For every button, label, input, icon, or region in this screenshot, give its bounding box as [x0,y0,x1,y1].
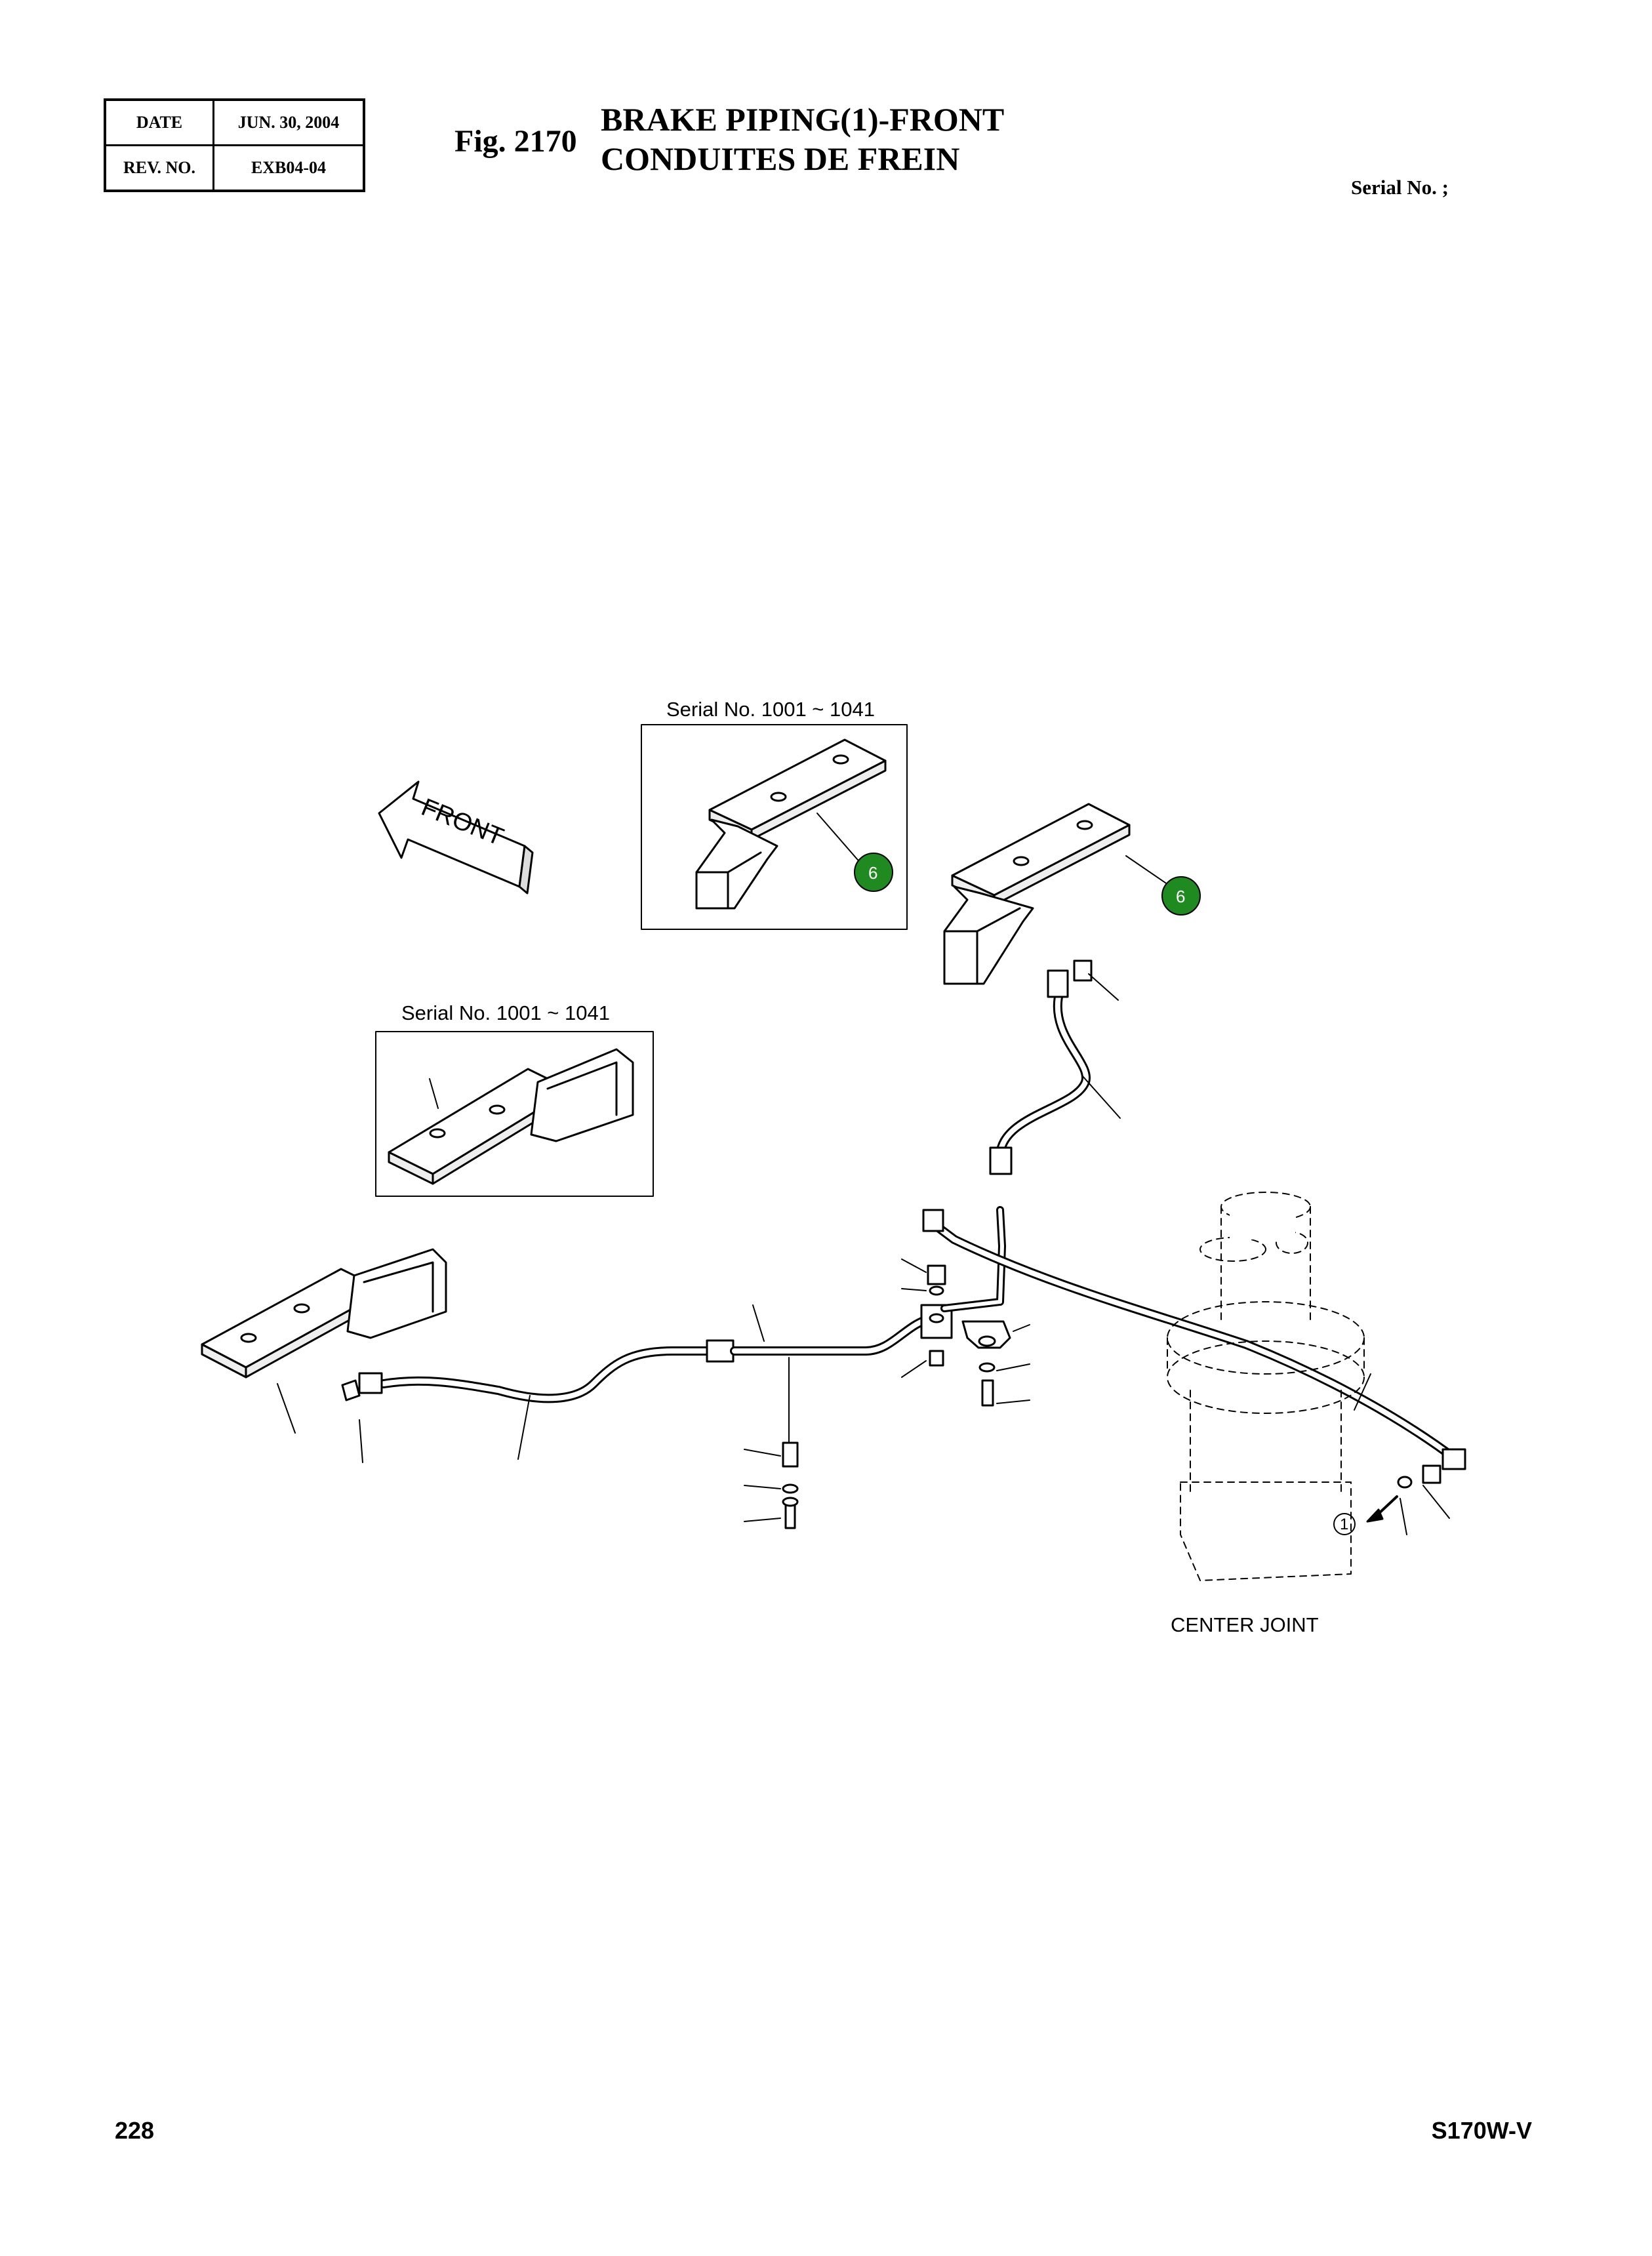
inset-top: Serial No. 1001 ~ 1041 [641,698,908,930]
model-number: S170W-V [1431,2117,1532,2144]
center-joint-highlight [1230,1207,1295,1239]
rev-label: REV. NO. [104,144,214,192]
figure-number: Fig. 2170 [454,124,577,159]
inset-left-serial-label: Serial No. 1001 ~ 1041 [401,1001,610,1024]
inset-left: Serial No. 1001 ~ 1041 [375,1001,654,1197]
revision-table: DATE JUN. 30, 2004 REV. NO. EXB04-04 [104,98,365,192]
figure-title: BRAKE PIPING(1)-FRONT CONDUITES DE FREIN [601,100,1004,178]
pipe-clamp-lower [744,1357,799,1529]
title-french: CONDUITES DE FREIN [601,140,960,177]
serial-number-label: Serial No. ; [1351,176,1449,199]
callout-6-inset-label: 6 [868,863,877,883]
port-circle [1333,1513,1356,1535]
callout-6-main-label: 6 [1176,887,1185,906]
title-english: BRAKE PIPING(1)-FRONT [601,101,1005,138]
saddle-clamp [961,1320,1030,1407]
plate-bracket-inset-top [695,738,887,910]
port-number: 1 [1340,1516,1348,1533]
page-number: 228 [115,2117,155,2144]
callout-6-inset[interactable]: 6 [854,853,893,892]
rev-value: EXB04-04 [212,144,365,192]
inset-top-serial-label: Serial No. 1001 ~ 1041 [666,698,875,721]
brake-pipe-middle [730,1304,936,1356]
date-label: DATE [104,98,214,146]
brake-pipe-long [922,1209,1466,1535]
date-value: JUN. 30, 2004 [212,98,365,146]
tee-block [901,1206,1006,1378]
callout-6-main[interactable]: 6 [1161,876,1201,916]
brake-hose-left [341,1339,735,1463]
plate-bracket-inset-left [388,1048,634,1185]
center-joint-label: CENTER JOINT [1171,1613,1319,1636]
plate-bracket-main [943,803,1175,985]
front-arrow: FRONT [378,780,534,895]
plate-bracket-lower-left [201,1248,447,1434]
brake-hose-upper [989,959,1121,1175]
